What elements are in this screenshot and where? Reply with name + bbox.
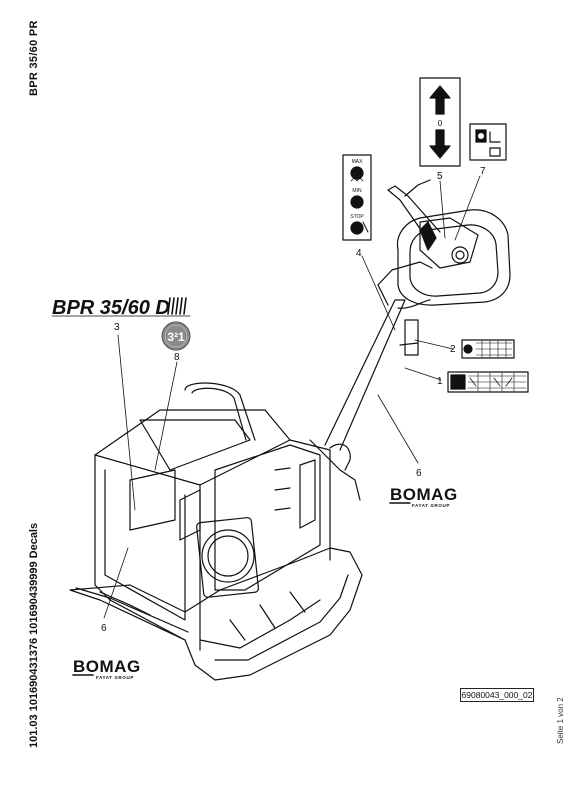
engine-frame — [94, 382, 331, 651]
decal-3-model: BPR 35/60 D — [51, 297, 191, 319]
brand-tagline-left: FAYAT GROUP — [96, 675, 134, 680]
callout-7: 7 — [480, 166, 486, 177]
decal-6-brand-right: BOMAG FAYAT GROUP — [389, 485, 458, 508]
guide-handle — [309, 179, 511, 501]
decal-4-speed: MAX MIN STOP — [342, 154, 372, 241]
decal-7 — [469, 123, 507, 161]
decal-2 — [461, 339, 515, 359]
callout-6-right: 6 — [416, 468, 422, 479]
leader-lines — [103, 175, 481, 619]
callout-1: 1 — [437, 376, 443, 387]
badge-8-text: 3²1 — [167, 330, 185, 344]
callout-numbers: 1 2 3 4 5 6 6 7 8 — [101, 166, 486, 634]
decal-4-max: MAX — [352, 159, 364, 165]
decal-8-badge: 3²1 — [161, 321, 191, 351]
decal-4-stop: STOP — [350, 214, 364, 220]
callout-3: 3 — [114, 322, 120, 333]
brand-name-left: BOMAG — [73, 657, 141, 676]
decal-5-direction: 0 — [419, 77, 461, 167]
brand-tagline-right: FAYAT GROUP — [412, 503, 450, 508]
brand-name-right: BOMAG — [390, 485, 458, 504]
callout-2: 2 — [450, 344, 456, 355]
callout-8: 8 — [174, 352, 180, 363]
callout-4: 4 — [356, 248, 362, 259]
callout-6-left: 6 — [101, 623, 107, 634]
decal-5-label: 0 — [438, 119, 443, 128]
model-decal-text: BPR 35/60 D — [52, 297, 170, 319]
decal-6-brand-left: BOMAG FAYAT GROUP — [72, 657, 141, 680]
callout-5: 5 — [437, 171, 443, 182]
decal-1 — [447, 371, 529, 393]
decal-4-min: MIN — [352, 188, 362, 194]
drawing-number: 69080043_000_02 — [460, 688, 534, 702]
